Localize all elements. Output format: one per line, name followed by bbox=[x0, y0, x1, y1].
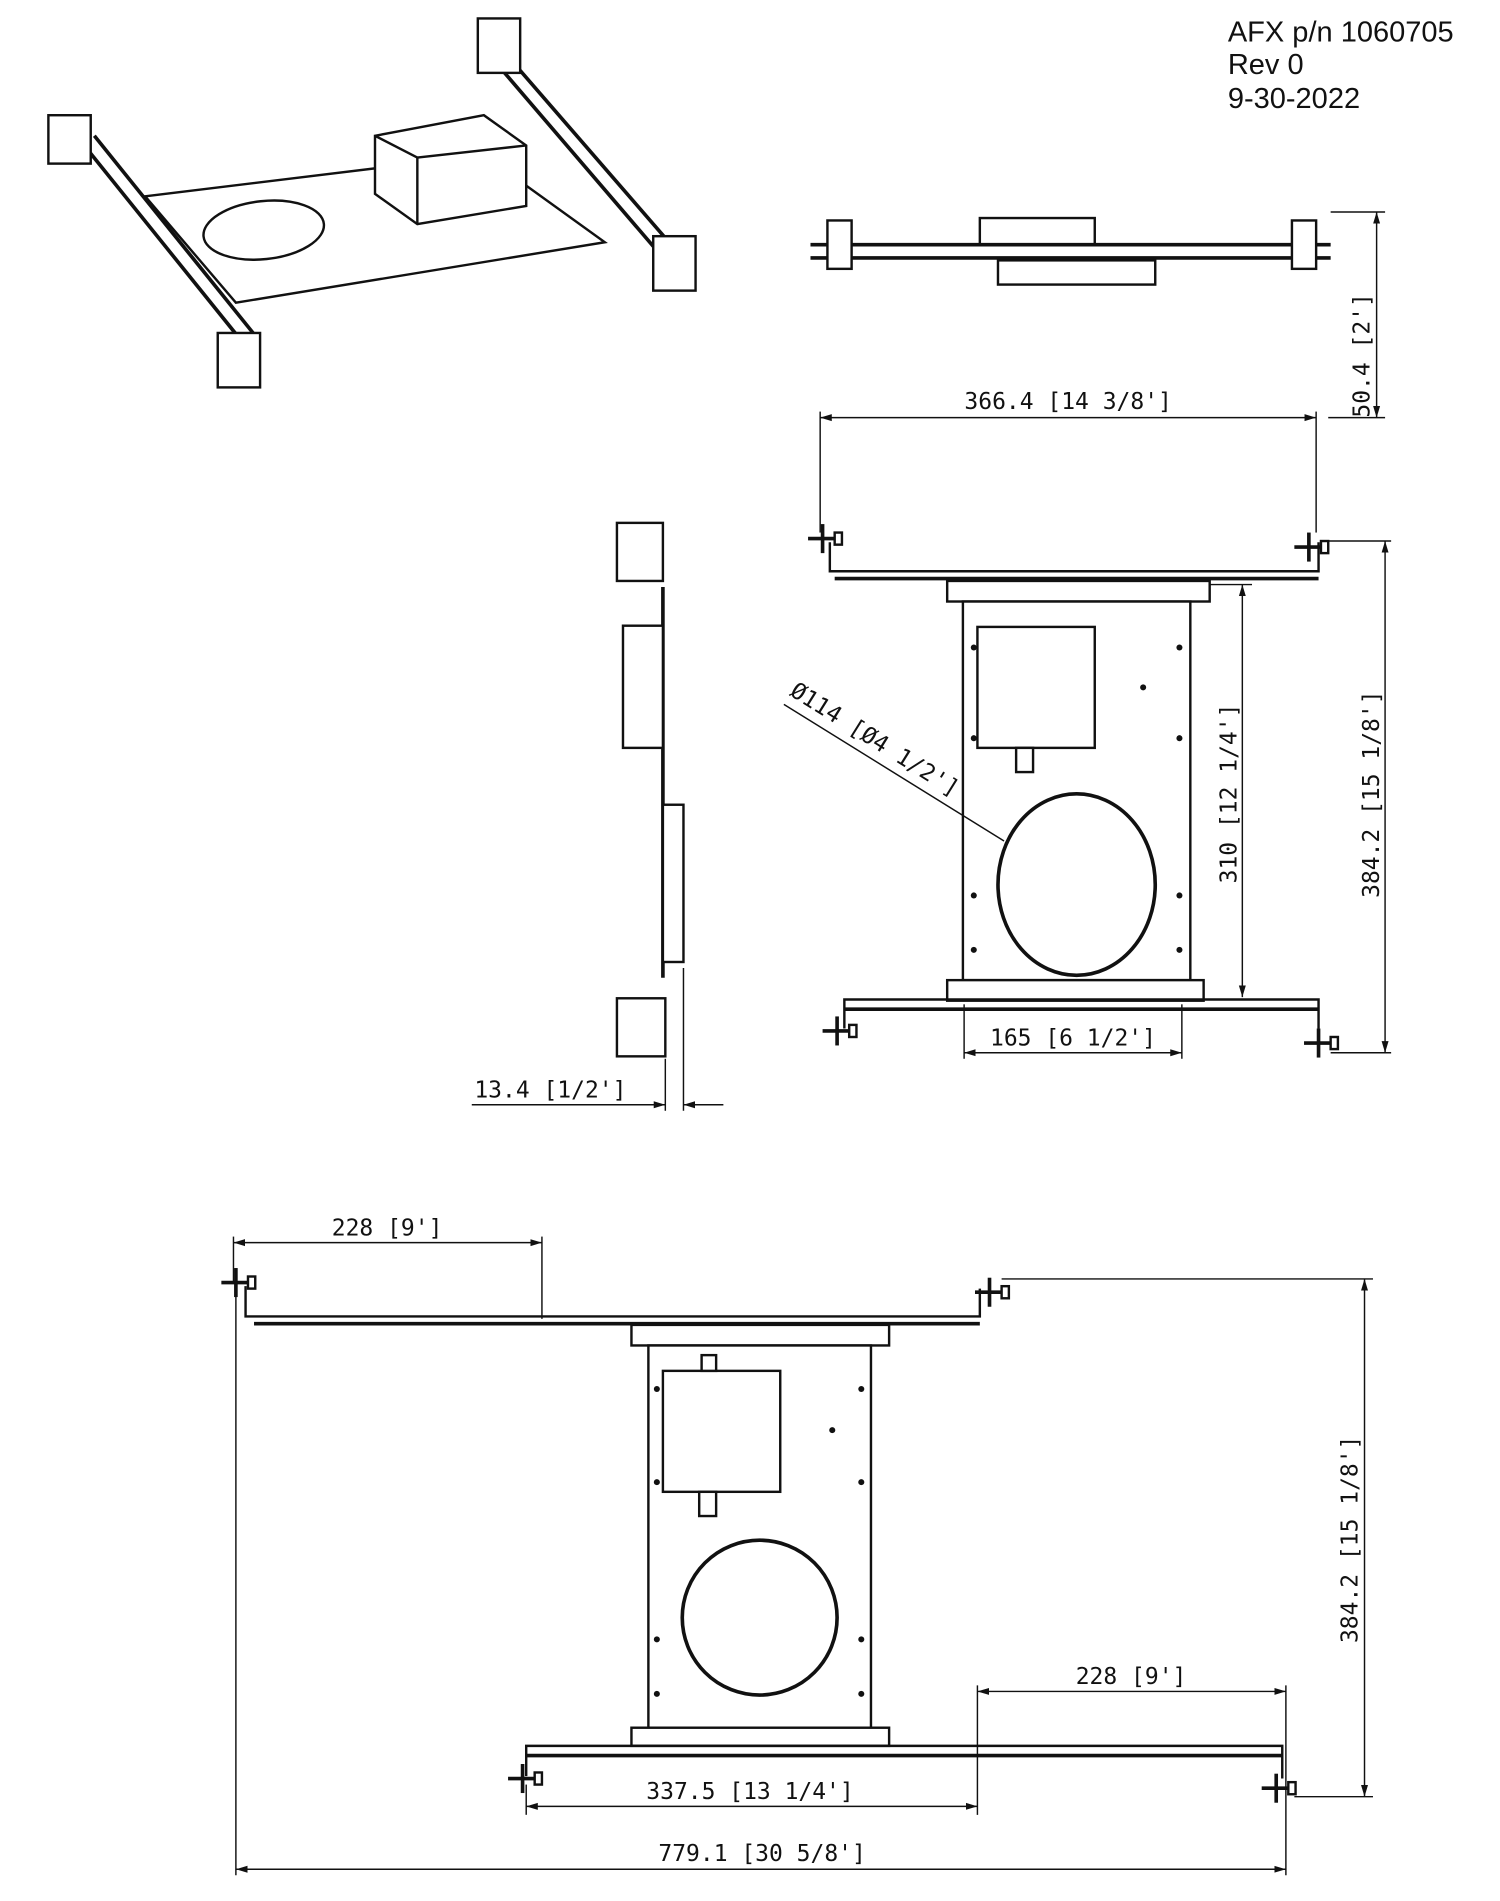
dim-hole-diameter: Ø114 [Ø4 1/2'] bbox=[786, 678, 964, 803]
plan-view: 366.4 [14 3/8'] Ø114 [Ø4 1/2'] 310 [12 1… bbox=[783, 389, 1392, 1060]
dim-plate-length: 310 [12 1/4'] bbox=[1216, 704, 1242, 884]
dim-extension-bottom: 228 [9'] bbox=[1076, 1664, 1187, 1690]
date: 9-30-2022 bbox=[1228, 83, 1360, 115]
extended-view: 228 [9'] 228 [9'] 337.5 [13 1/4'] 779.1 … bbox=[219, 1215, 1373, 1876]
side-elevation: 13.4 [1/2'] bbox=[471, 521, 724, 1111]
dim-overall-length-extended: 384.2 [15 1/8'] bbox=[1337, 1436, 1363, 1643]
dim-overall-length: 384.2 [15 1/8'] bbox=[1359, 690, 1385, 897]
dim-thickness: 13.4 [1/2'] bbox=[474, 1077, 626, 1103]
title-block: AFX p/n 1060705 Rev 0 9-30-2022 bbox=[1228, 16, 1454, 115]
isometric-view bbox=[47, 17, 697, 389]
dim-side-height: 50.4 [2'] bbox=[1349, 293, 1375, 417]
side-view: 50.4 [2'] bbox=[810, 211, 1386, 419]
revision: Rev 0 bbox=[1228, 49, 1304, 81]
dim-overall-extended-width: 779.1 [30 5/8'] bbox=[658, 1841, 865, 1867]
part-number: AFX p/n 1060705 bbox=[1228, 16, 1454, 48]
dim-top-width: 366.4 [14 3/8'] bbox=[964, 389, 1171, 415]
dim-plate-width: 165 [6 1/2'] bbox=[990, 1025, 1156, 1051]
dim-bar-length: 337.5 [13 1/4'] bbox=[646, 1779, 853, 1805]
dim-extension-top: 228 [9'] bbox=[332, 1215, 443, 1241]
